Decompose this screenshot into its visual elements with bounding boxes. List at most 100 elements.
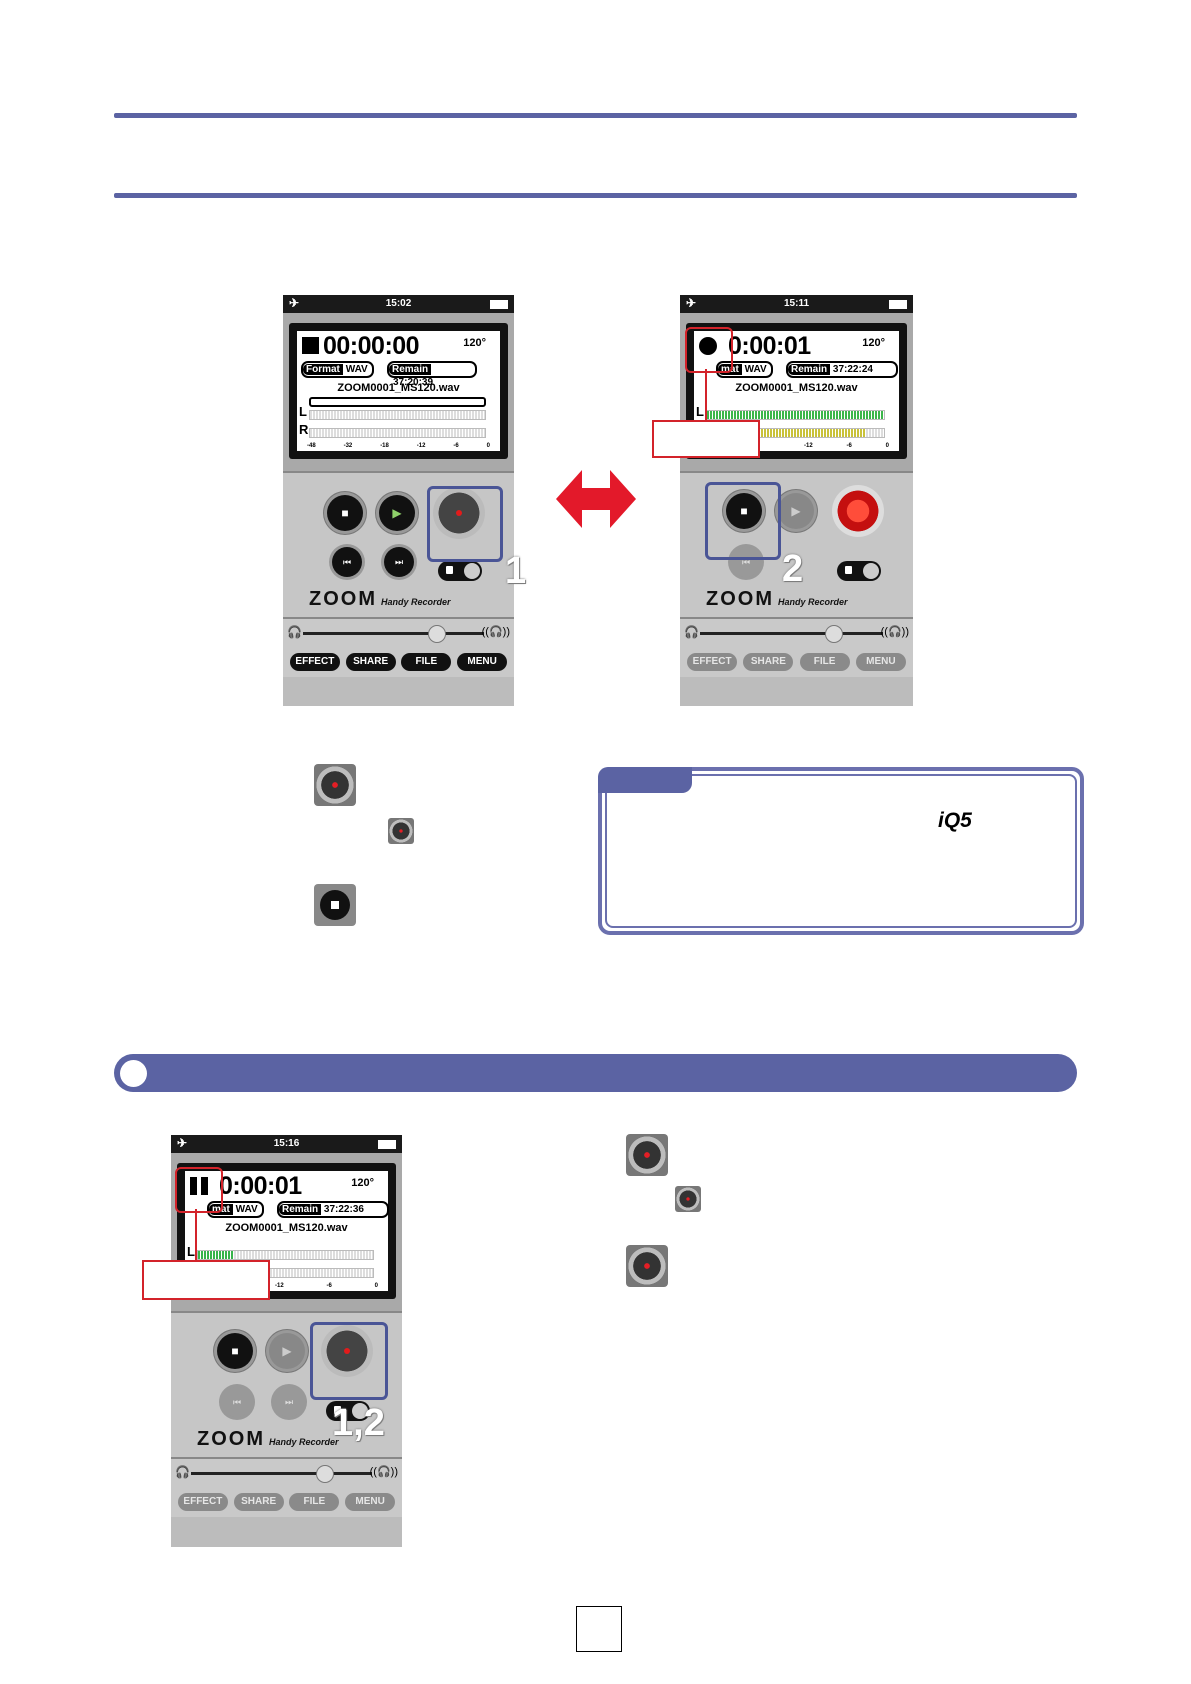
tab-share[interactable]: SHARE	[233, 1493, 284, 1511]
lock-switch[interactable]	[326, 1401, 370, 1421]
stop-button[interactable]: ■	[217, 1333, 253, 1369]
time-counter: 0:00:01	[219, 1172, 302, 1200]
bottom-tabs: EFFECT SHARE FILE MENU	[680, 647, 913, 677]
headphone-loud-icon: ((🎧))	[369, 1466, 398, 1478]
tab-share[interactable]: SHARE	[345, 653, 396, 671]
tab-share[interactable]: SHARE	[743, 653, 794, 671]
page-number-box	[576, 1606, 622, 1652]
stop-button[interactable]: ■	[327, 495, 363, 531]
fast-forward-button[interactable]: ⏭	[384, 547, 414, 577]
record-dot-icon	[456, 510, 462, 516]
tempo-value: 120°	[862, 337, 885, 349]
record-button[interactable]	[433, 487, 485, 539]
stop-state-icon	[302, 337, 319, 354]
status-clock: 15:11	[783, 298, 810, 309]
headphone-loud-icon: ((🎧))	[481, 626, 510, 638]
rewind-button[interactable]: ⏮	[731, 547, 761, 577]
record-button-highlight	[310, 1322, 388, 1400]
volume-track	[191, 1472, 372, 1475]
right-channel-label: R	[299, 422, 309, 437]
file-name: ZOOM0001_MS120.wav	[735, 382, 858, 394]
format-badge: Format WAV	[301, 361, 374, 378]
record-button-small-icon	[675, 1186, 701, 1212]
iq5-logo: iQ5	[938, 809, 972, 832]
play-icon: ▶	[392, 506, 402, 520]
left-channel-label: L	[187, 1244, 195, 1259]
tab-file[interactable]: FILE	[401, 653, 452, 671]
rewind-button[interactable]: ⏮	[332, 547, 362, 577]
status-bar: ✈ 15:11	[680, 295, 913, 313]
record-button[interactable]	[832, 485, 884, 537]
level-meter-left	[706, 410, 885, 420]
airplane-icon: ✈	[177, 1136, 188, 1150]
phone-screen-stopped: ✈ 15:02 00:00:00 120° Format WAV Remain …	[283, 295, 514, 706]
step-number: 1,2	[332, 1402, 385, 1444]
pause-state-icon	[190, 1177, 210, 1195]
tab-menu[interactable]: MENU	[345, 1493, 396, 1511]
headphone-icon: 🎧	[287, 625, 302, 639]
volume-slider[interactable]	[825, 625, 843, 643]
note-box: iQ5	[598, 767, 1084, 935]
headphone-loud-icon: ((🎧))	[880, 626, 909, 638]
record-dot-icon	[344, 1348, 350, 1354]
level-meter-right	[309, 428, 486, 438]
tab-effect[interactable]: EFFECT	[687, 653, 738, 671]
stop-button-icon	[314, 884, 356, 926]
headphone-icon: 🎧	[175, 1465, 190, 1479]
recording-state-icon	[699, 337, 717, 355]
rewind-button[interactable]: ⏮	[222, 1387, 252, 1417]
volume-track	[700, 632, 883, 635]
bottom-tabs: EFFECT SHARE FILE MENU	[283, 647, 514, 677]
status-clock: 15:02	[385, 298, 412, 309]
play-button[interactable]: ▶	[379, 495, 415, 531]
headphone-icon: 🎧	[684, 625, 699, 639]
volume-track	[303, 632, 484, 635]
record-button[interactable]	[321, 1325, 373, 1377]
state-indicator-highlight	[685, 327, 733, 373]
battery-icon	[889, 300, 907, 309]
fast-forward-button[interactable]: ⏭	[274, 1387, 304, 1417]
time-counter: 0:00:01	[728, 332, 811, 360]
lock-switch[interactable]	[837, 561, 881, 581]
tempo-value: 120°	[351, 1177, 374, 1189]
phone-screen-recording: ✈ 15:11 0:00:01 120° mat WAV Remain 37:2…	[680, 295, 913, 706]
tab-menu[interactable]: MENU	[457, 653, 508, 671]
battery-icon	[490, 300, 508, 309]
left-channel-label: L	[696, 404, 704, 419]
state-indicator-highlight	[175, 1167, 223, 1213]
lock-icon	[446, 566, 453, 574]
remain-badge: Remain 37:22:36	[277, 1201, 389, 1218]
volume-bar: 🎧 ((🎧))	[283, 617, 514, 649]
tab-menu[interactable]: MENU	[855, 653, 906, 671]
tab-effect[interactable]: EFFECT	[177, 1493, 228, 1511]
play-button[interactable]: ▶	[269, 1333, 305, 1369]
bottom-tabs: EFFECT SHARE FILE MENU	[171, 1487, 402, 1517]
level-meter-left	[309, 410, 486, 420]
tab-file[interactable]: FILE	[799, 653, 850, 671]
record-button-icon	[626, 1134, 668, 1176]
double-arrow-icon	[556, 470, 636, 528]
section-header-bar	[114, 1054, 1077, 1092]
record-button-highlight	[427, 486, 503, 562]
stop-button[interactable]: ■	[726, 493, 762, 529]
header-rule-top	[114, 113, 1077, 118]
section-bullet	[120, 1060, 147, 1087]
remain-badge: Remain 37:20:39	[387, 361, 477, 388]
play-button[interactable]: ▶	[778, 493, 814, 529]
tab-effect[interactable]: EFFECT	[289, 653, 340, 671]
remain-badge: Remain 37:22:24	[786, 361, 898, 378]
volume-slider[interactable]	[316, 1465, 334, 1483]
lock-switch[interactable]	[438, 561, 482, 581]
status-clock: 15:16	[273, 1138, 300, 1149]
tab-file[interactable]: FILE	[289, 1493, 340, 1511]
record-button-small-icon	[388, 818, 414, 844]
time-counter: 00:00:00	[323, 332, 420, 360]
volume-slider[interactable]	[428, 625, 446, 643]
